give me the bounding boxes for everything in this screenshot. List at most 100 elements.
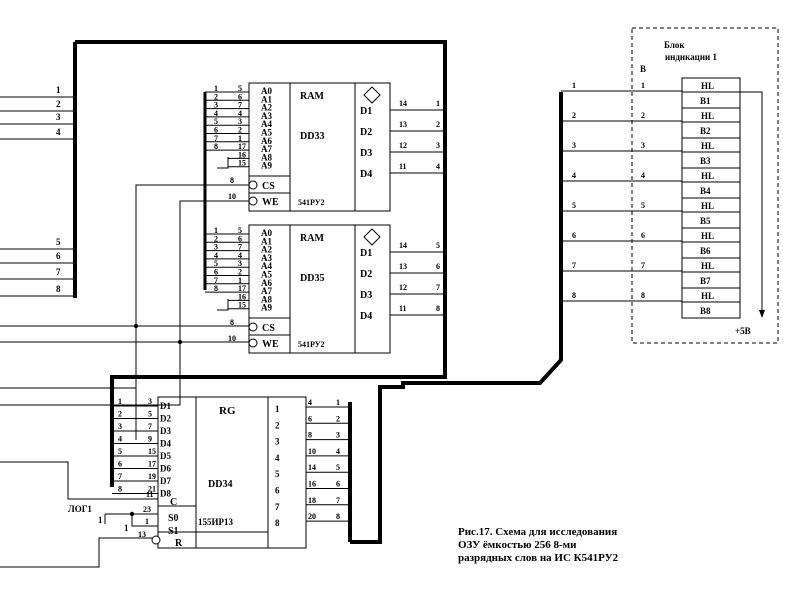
register-c-label: C xyxy=(170,497,177,508)
ram-we-inversion-bubble xyxy=(248,196,258,206)
register-body xyxy=(157,396,307,549)
register-output-line-number: 1 xyxy=(336,398,340,407)
register-output-pin-number: 14 xyxy=(308,463,316,472)
indicator-bus-line-number: 1 xyxy=(572,81,576,90)
ram-address-pin-number: 15 xyxy=(238,301,246,310)
ram-address-pin-number: 2 xyxy=(238,268,242,277)
indicator-name-label: В7 xyxy=(700,276,711,286)
ram-address-line-number: 5 xyxy=(214,259,218,268)
ram-address-pin-number: 16 xyxy=(238,150,246,159)
cs-control-line-upper xyxy=(135,184,249,440)
register-output-label: 7 xyxy=(275,502,280,512)
ram-cs-inversion-bubble xyxy=(248,322,258,332)
caption-line-1: Рис.17. Схема для исследования xyxy=(458,526,618,538)
ram-tristate-diamond-icon xyxy=(363,228,381,246)
register-output-label: 2 xyxy=(275,420,280,430)
ram-address-pin-number: 7 xyxy=(238,101,242,110)
ram-address-line-number: 2 xyxy=(214,92,218,101)
ram-cs-label: CS xyxy=(262,323,275,334)
register-r-label: R xyxy=(175,538,183,549)
indication-block-subtitle: индикации 1 xyxy=(665,52,717,62)
register-input-line-number: 8 xyxy=(118,485,122,494)
ram-data-line-number: 5 xyxy=(436,241,440,250)
register-s0-label: S0 xyxy=(168,513,179,524)
register-part-label: 155ИР13 xyxy=(198,517,233,527)
left-bus-line-number: 3 xyxy=(56,112,61,122)
register-output-line-number: 2 xyxy=(336,414,340,423)
ram-address-line-number: 3 xyxy=(214,101,218,110)
ram-address-pin-number: 6 xyxy=(238,92,242,101)
figure-caption: Рис.17. Схема для исследования ОЗУ ёмкос… xyxy=(458,526,758,565)
register-output-line-number: 3 xyxy=(336,431,340,440)
ram-data-line-number: 8 xyxy=(436,304,440,313)
ram-address-pin-number: 4 xyxy=(238,109,242,118)
register-s1-label: S1 xyxy=(168,526,179,537)
ram-data-pin-number: 11 xyxy=(399,304,407,313)
ram-address-label: A2 xyxy=(261,245,272,255)
ram-cs-pin-number: 8 xyxy=(230,176,234,185)
register-output-pin-number: 4 xyxy=(308,398,312,407)
indicator-bus-line-number: 5 xyxy=(572,201,576,210)
register-input-line-number: 4 xyxy=(118,435,122,444)
ram-we-label: WE xyxy=(262,339,279,350)
indicator-bus xyxy=(350,92,563,544)
register-s0-junction-dot xyxy=(129,511,135,517)
register-output-pin-number: 6 xyxy=(308,414,312,423)
ram-data-line-number: 4 xyxy=(436,162,440,171)
register-output-label: 8 xyxy=(275,518,280,528)
register-output-pin-number: 18 xyxy=(308,496,316,505)
indicator-bus-line-number: 6 xyxy=(572,231,576,240)
ram-data-pin-number: 13 xyxy=(399,120,407,129)
register-logic-value: 1 xyxy=(98,515,103,525)
ram-address-line-number: 8 xyxy=(214,284,218,293)
indicator-hl-label: HL xyxy=(701,291,714,301)
register-output-label: 4 xyxy=(275,453,280,463)
ram-address-line-number: 7 xyxy=(214,276,218,285)
ram-address-pin-number: 7 xyxy=(238,243,242,252)
ram-tristate-diamond-icon xyxy=(363,86,381,104)
register-c-pin-number: 11 xyxy=(146,490,154,499)
ram-data-label: D2 xyxy=(360,127,372,138)
ram-address-label: A0 xyxy=(261,86,272,96)
register-input-line-number: 5 xyxy=(118,447,122,456)
indicator-hl-label: HL xyxy=(701,81,714,91)
ram-address-pin-number: 2 xyxy=(238,126,242,135)
ram-address-line-number: 1 xyxy=(214,84,218,93)
ram-address-label: A0 xyxy=(261,228,272,238)
ram-address-label: A4 xyxy=(261,261,272,271)
indicator-name-label: В8 xyxy=(700,306,711,316)
register-r-inversion-bubble xyxy=(151,535,161,545)
ram-address-pin-number: 3 xyxy=(238,117,242,126)
ram-address-pin-number: 5 xyxy=(238,84,242,93)
register-input-label: D7 xyxy=(160,476,171,486)
register-output-line-number: 4 xyxy=(336,447,340,456)
ram-cs-label: CS xyxy=(262,181,275,192)
ram-address-label: A7 xyxy=(261,286,272,296)
ram-address-label: A5 xyxy=(261,128,272,138)
indicator-bus-line-number: 2 xyxy=(572,111,576,120)
indicator-hl-label: HL xyxy=(701,201,714,211)
register-c-wire xyxy=(0,461,158,500)
register-input-label: D2 xyxy=(160,414,171,424)
register-input-line-number: 6 xyxy=(118,460,122,469)
register-input-label: D5 xyxy=(160,451,171,461)
ram-designator-label: DD33 xyxy=(300,131,324,142)
components xyxy=(129,27,779,549)
register-output-pin-number: 10 xyxy=(308,447,316,456)
register-input-pin-number: 5 xyxy=(148,410,152,419)
register-output-label: 3 xyxy=(275,437,280,447)
ram-output-bus xyxy=(75,40,447,487)
ram-cs-inversion-bubble xyxy=(248,180,258,190)
indicator-pin-number: 5 xyxy=(641,201,645,210)
indicator-pin-number: 8 xyxy=(641,291,645,300)
register-input-label: D6 xyxy=(160,464,171,474)
register-designator-label: DD34 xyxy=(208,479,232,490)
ram-address-pin-number: 17 xyxy=(238,142,246,151)
indicator-pin-number: 2 xyxy=(641,111,645,120)
register-output-pin-number: 16 xyxy=(308,480,316,489)
ram-designator-label: DD35 xyxy=(300,273,324,284)
register-input-label: D4 xyxy=(160,439,171,449)
register-input-pin-number: 7 xyxy=(148,422,152,431)
indicator-bus-line-number: 3 xyxy=(572,141,576,150)
